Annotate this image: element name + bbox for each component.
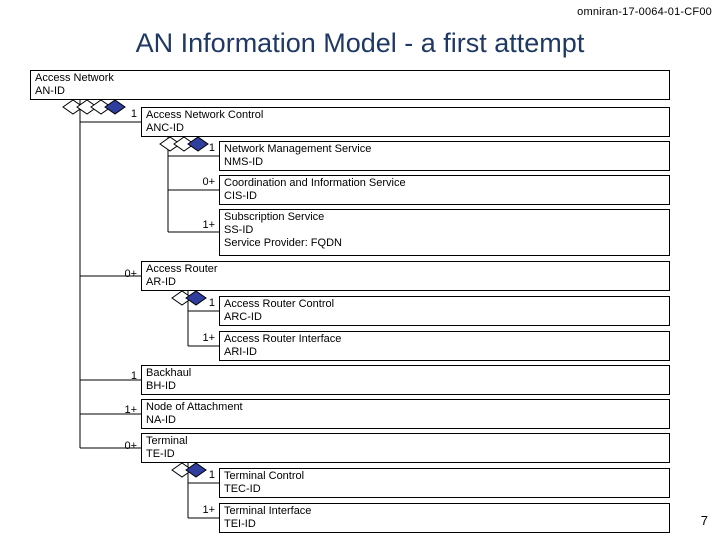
cardinality-access-router-control: 1 [208, 297, 215, 309]
node-label-line1: Terminal [146, 435, 188, 447]
node-label-line2: ANC-ID [146, 122, 184, 134]
cardinality-access-network-control: 1 [130, 108, 137, 120]
node-box-access-router-interface[interactable]: Access Router Interface ARI-ID [219, 331, 670, 361]
page-number: 7 [700, 513, 708, 528]
node-label-line2: SS-ID [224, 224, 254, 236]
node-label-line1: Access Network Control [146, 109, 264, 121]
node-label-line1: Access Router [146, 263, 218, 275]
node-box-coordination-and-information-service[interactable]: Coordination and Information Service CIS… [219, 175, 670, 205]
node-box-backhaul[interactable]: Backhaul BH-ID [141, 365, 670, 395]
cardinality-backhaul: 1 [130, 370, 137, 382]
node-box-network-management-service[interactable]: Network Management Service NMS-ID [219, 141, 670, 171]
node-label-line1: Terminal Interface [224, 505, 312, 517]
node-box-terminal-control[interactable]: Terminal Control TEC-ID [219, 468, 670, 498]
node-label-line2: NMS-ID [224, 156, 264, 168]
node-label-line3: Service Provider: FQDN [224, 237, 342, 249]
cardinality-network-management-service: 1 [208, 142, 215, 154]
node-box-terminal-interface[interactable]: Terminal Interface TEI-ID [219, 503, 670, 533]
node-label-line1: Node of Attachment [146, 401, 243, 413]
node-box-access-router-control[interactable]: Access Router Control ARC-ID [219, 296, 670, 326]
cardinality-node-of-attachment: 1+ [124, 404, 137, 416]
node-label-line1: Access Network [35, 72, 114, 84]
node-label-line2: ARI-ID [224, 346, 257, 358]
node-box-subscription-service[interactable]: Subscription Service SS-ID Service Provi… [219, 209, 670, 256]
page-title: AN Information Model - a first attempt [135, 28, 585, 58]
node-label-line1: Access Router Interface [224, 333, 342, 345]
node-label-line1: Access Router Control [224, 298, 335, 310]
node-label-line2: CIS-ID [224, 190, 257, 202]
node-label-line2: NA-ID [146, 414, 176, 426]
node-box-access-network-control[interactable]: Access Network Control ANC-ID [141, 107, 670, 137]
cardinality-access-router: 0+ [124, 268, 137, 280]
node-box-terminal[interactable]: Terminal TE-ID [141, 433, 670, 463]
node-label-line2: AR-ID [146, 276, 176, 288]
cardinality-terminal-control: 1 [208, 469, 215, 481]
node-box-access-network[interactable]: Access Network AN-ID [30, 70, 670, 100]
cardinality-terminal-interface: 1+ [202, 504, 215, 516]
node-label-line1: Network Management Service [224, 143, 372, 155]
node-label-line2: ARC-ID [224, 311, 262, 323]
cardinality-subscription-service: 1+ [202, 219, 215, 231]
cardinality-access-router-interface: 1+ [202, 332, 215, 344]
node-label-line1: Terminal Control [224, 470, 305, 482]
node-label-line1: Subscription Service [224, 211, 325, 223]
node-label-line2: TE-ID [146, 448, 175, 460]
node-label-line1: Backhaul [146, 367, 192, 379]
document-id: omniran-17-0064-01-CF00 [577, 6, 712, 18]
node-label-line2: AN-ID [35, 85, 65, 97]
node-box-node-of-attachment[interactable]: Node of Attachment NA-ID [141, 399, 670, 429]
node-label-line2: TEI-ID [224, 518, 256, 530]
node-box-access-router[interactable]: Access Router AR-ID [141, 261, 670, 291]
node-label-line2: BH-ID [146, 380, 176, 392]
cardinality-coordination-and-information-service: 0+ [202, 176, 215, 188]
node-label-line2: TEC-ID [224, 483, 261, 495]
cardinality-terminal: 0+ [124, 440, 137, 452]
node-label-line1: Coordination and Information Service [224, 177, 406, 189]
